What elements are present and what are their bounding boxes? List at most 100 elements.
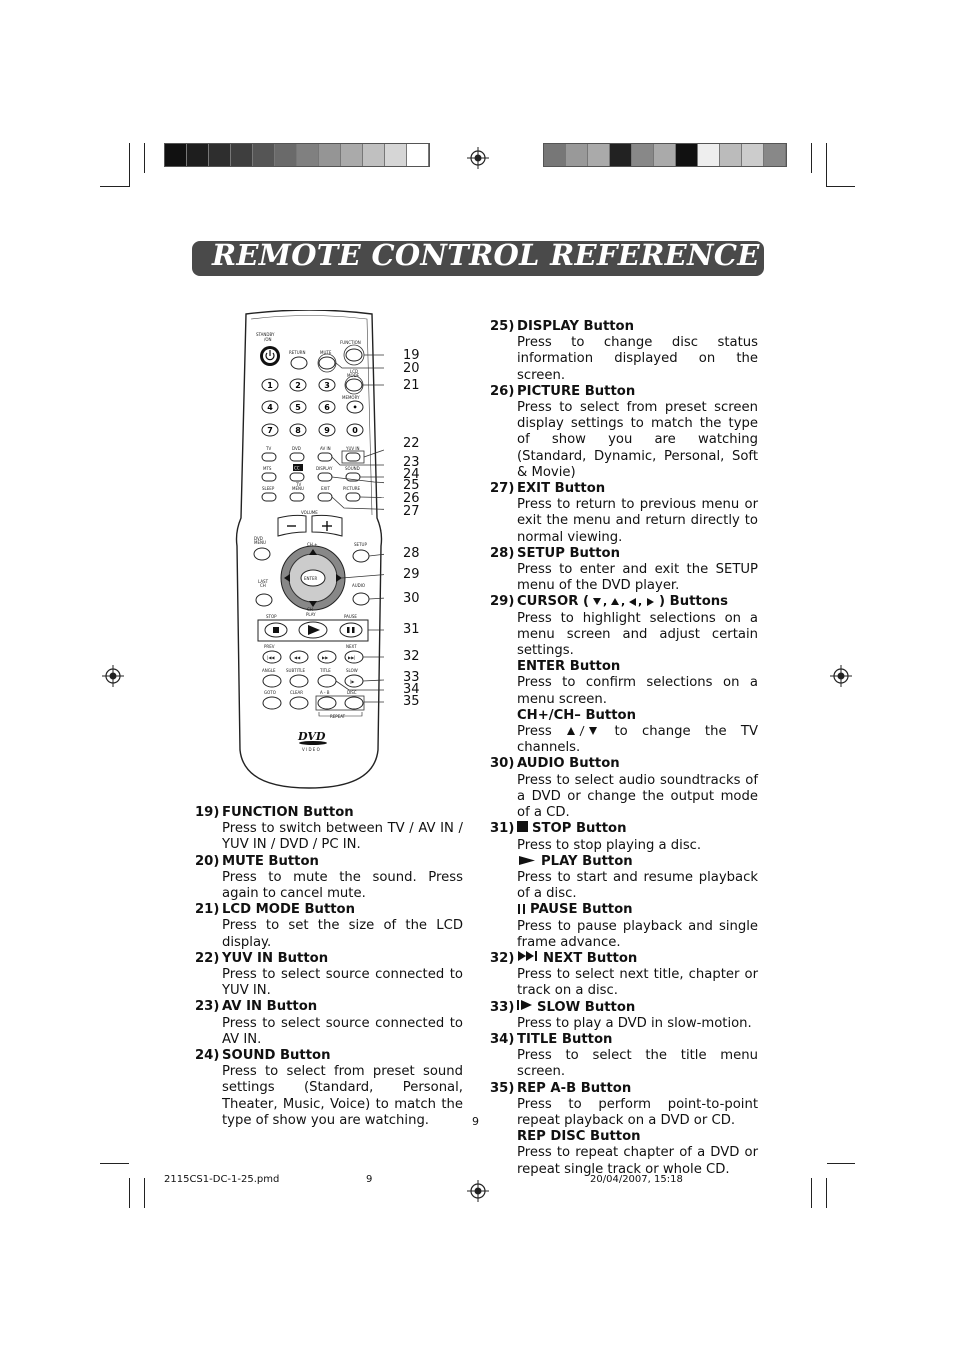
entry-heading: STOP Button xyxy=(532,821,627,837)
stop-label: STOP xyxy=(266,614,277,619)
entry-description: Press to select source connected to YUV … xyxy=(222,967,463,999)
entry-subheading: REP DISC Button xyxy=(517,1129,641,1145)
cursor-left-icon[interactable] xyxy=(284,574,290,582)
avin-button[interactable] xyxy=(317,452,333,462)
entry-heading: MUTE Button xyxy=(222,853,319,869)
color-swatches-right xyxy=(543,143,787,167)
entry-heading: AV IN Button xyxy=(222,999,318,1015)
digit-button-9[interactable]: 9 xyxy=(318,423,336,437)
sound-label: SOUND xyxy=(345,466,360,471)
function-button[interactable] xyxy=(345,348,363,362)
goto-button[interactable] xyxy=(262,696,282,710)
digit-button-7[interactable]: 7 xyxy=(261,423,279,437)
disc-label: DISC xyxy=(347,690,357,695)
fast-forward-button[interactable]: ▶▶ xyxy=(317,650,337,664)
chminus-label: CH – xyxy=(307,607,316,612)
mute-label: MUTE xyxy=(320,350,332,355)
dvdmenu-label: DVD xyxy=(254,536,263,541)
entry-number: 35) xyxy=(490,1080,515,1096)
display-button[interactable] xyxy=(317,472,333,482)
memory-label: MEMORY xyxy=(342,395,360,400)
cc-button[interactable] xyxy=(289,472,305,482)
tv-button[interactable] xyxy=(261,452,277,462)
slow-button[interactable]: |▶ xyxy=(344,674,364,688)
digit-button-1[interactable]: 1 xyxy=(261,378,279,392)
setup-button[interactable] xyxy=(352,549,370,563)
repeat-label: REPEAT xyxy=(330,714,346,719)
last-ch-button[interactable] xyxy=(255,593,273,607)
mute-button[interactable] xyxy=(318,356,336,370)
picture-label: PICTURE xyxy=(343,486,361,491)
yuvin-button[interactable] xyxy=(345,452,361,462)
digit-button-6[interactable]: 6 xyxy=(318,400,336,414)
sleep-button[interactable] xyxy=(261,492,277,502)
return-label: RETURN xyxy=(289,350,305,355)
digit-label: 1 xyxy=(267,381,273,390)
volume-label: VOLUME xyxy=(301,510,318,515)
volume-up-button[interactable] xyxy=(311,514,343,537)
entry-31: 31)STOP Button Press to stop playing a d… xyxy=(490,821,758,951)
entry-heading: SETUP Button xyxy=(517,545,620,561)
volume-down-button[interactable] xyxy=(277,514,307,537)
entry-description: Press to select source connected to AV I… xyxy=(222,1015,463,1047)
cursor-arrows-icon: ,,, xyxy=(593,595,655,608)
svg-text:▶▶|: ▶▶| xyxy=(348,655,356,660)
entry-heading: NEXT Button xyxy=(543,950,638,966)
pause-button[interactable] xyxy=(339,622,363,638)
subtitle-label: SUBTITLE xyxy=(286,668,306,673)
play-button[interactable] xyxy=(298,621,328,639)
power-button[interactable] xyxy=(260,346,280,366)
cursor-up-icon[interactable] xyxy=(309,549,317,555)
rep-ab-button[interactable] xyxy=(317,696,337,710)
stop-button[interactable] xyxy=(264,622,288,638)
lcd-mode-button[interactable] xyxy=(345,378,363,392)
cursor-right-icon[interactable] xyxy=(336,574,342,582)
entry-heading: TITLE Button xyxy=(517,1031,613,1047)
digit-button-8[interactable]: 8 xyxy=(289,423,307,437)
dvd-menu-button[interactable] xyxy=(253,547,271,561)
prev-button[interactable]: |◀◀ xyxy=(262,650,282,664)
callout-number: 27 xyxy=(403,504,420,519)
color-swatch xyxy=(253,144,275,166)
tv-menu-button[interactable] xyxy=(289,492,305,502)
digit-button-2[interactable]: 2 xyxy=(289,378,307,392)
exit-button[interactable] xyxy=(317,492,333,502)
digit-button-•[interactable]: • xyxy=(346,400,364,414)
entry-32: 32)NEXT Button Press to select next titl… xyxy=(490,950,758,1000)
up-down-arrows-icon xyxy=(567,725,598,737)
color-swatch xyxy=(654,144,676,166)
color-swatch xyxy=(588,144,610,166)
rep-disc-button[interactable] xyxy=(344,696,364,710)
subtitle-button[interactable] xyxy=(289,674,309,688)
enter-button[interactable] xyxy=(300,569,326,587)
cc-label: CC xyxy=(294,466,300,471)
clear-button[interactable] xyxy=(289,696,309,710)
callout-number: 24 xyxy=(403,467,420,482)
function-label: FUNCTION xyxy=(340,340,361,345)
entry-heading: AUDIO Button xyxy=(517,756,620,772)
color-swatch xyxy=(187,144,209,166)
digit-button-5[interactable]: 5 xyxy=(289,400,307,414)
digit-button-0[interactable]: 0 xyxy=(346,423,364,437)
entry-number: 27) xyxy=(490,481,515,497)
digit-button-4[interactable]: 4 xyxy=(261,400,279,414)
digit-label: 6 xyxy=(324,403,330,412)
picture-button[interactable] xyxy=(345,492,361,502)
dvd-button[interactable] xyxy=(289,452,305,462)
title-button[interactable] xyxy=(317,674,337,688)
rewind-button[interactable]: ◀◀ xyxy=(289,650,309,664)
angle-button[interactable] xyxy=(262,674,282,688)
return-button[interactable] xyxy=(290,356,308,370)
next-button[interactable]: ▶▶| xyxy=(344,650,364,664)
audio-button[interactable] xyxy=(352,592,370,606)
mts-button[interactable] xyxy=(261,472,277,482)
cursor-down-icon[interactable] xyxy=(309,601,317,607)
entry-description: Press to select the title menu screen. xyxy=(517,1048,758,1080)
entry-heading: REP A-B Button xyxy=(517,1080,632,1096)
callout-number: 22 xyxy=(403,436,420,451)
digit-button-3[interactable]: 3 xyxy=(318,378,336,392)
entry-number: 26) xyxy=(490,383,515,399)
enter-label: ENTER xyxy=(304,576,317,581)
